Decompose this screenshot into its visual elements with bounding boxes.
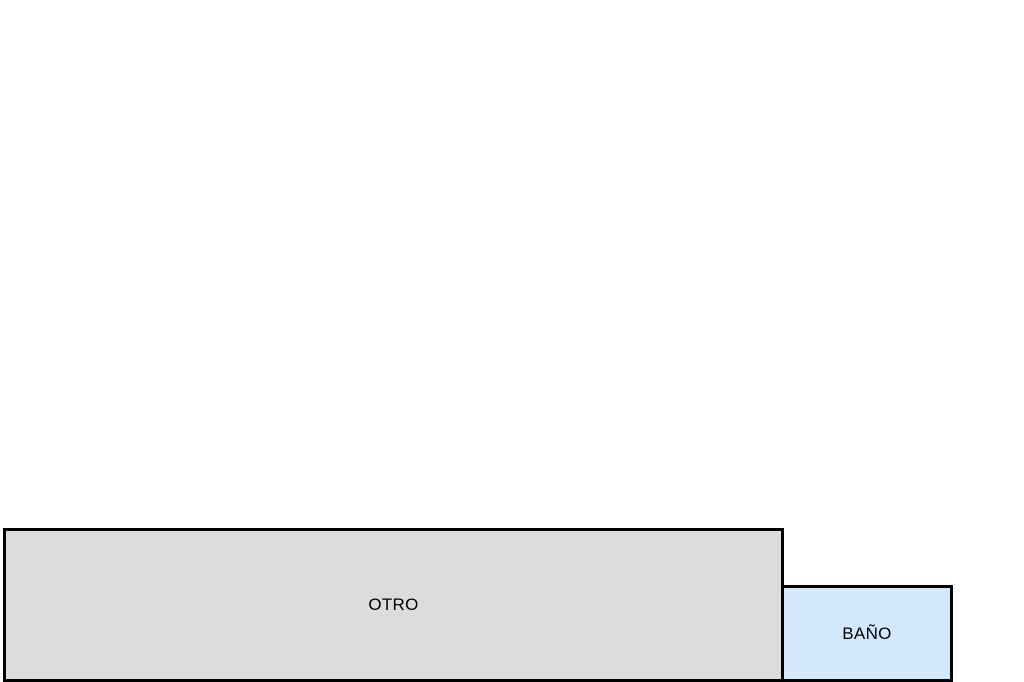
room-bano-label: BAÑO	[842, 623, 892, 643]
room-bano: BAÑO	[781, 585, 953, 682]
room-otro: OTRO	[3, 528, 784, 682]
room-otro-label: OTRO	[368, 595, 419, 614]
